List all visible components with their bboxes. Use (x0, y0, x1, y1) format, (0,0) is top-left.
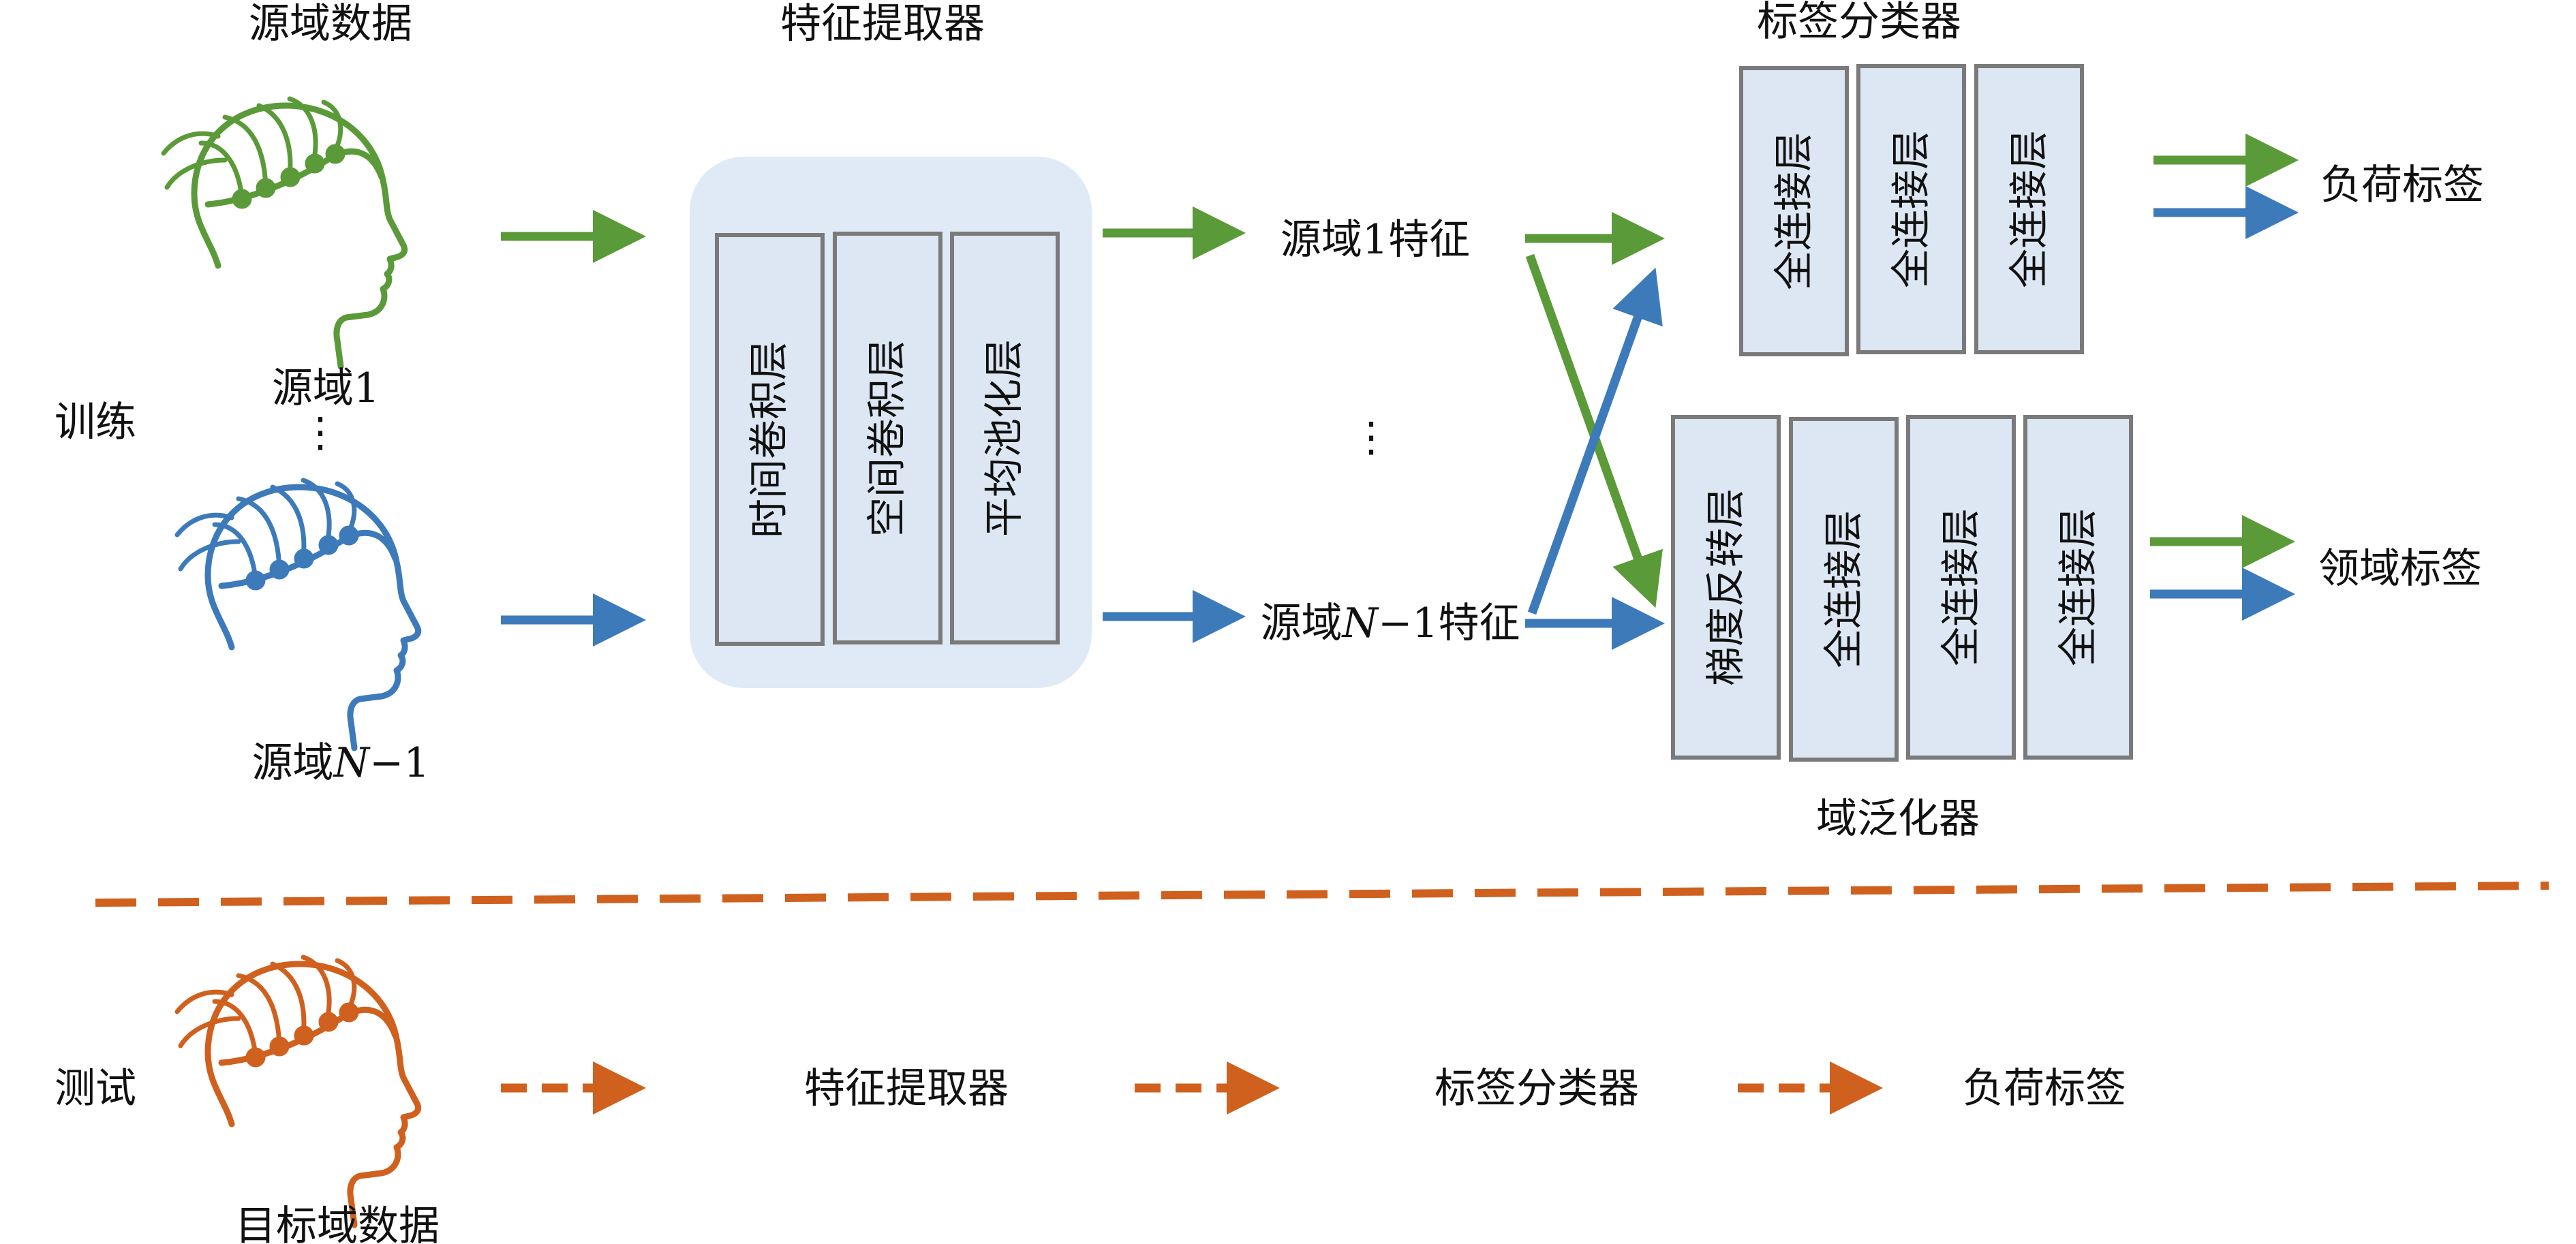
header-label-classifier: 标签分类器 (1757, 0, 1961, 46)
generalizer-layer-1-label: 全连接层 (1820, 510, 1867, 668)
extractor-layer-avg-pool: 平均池化层 (950, 232, 1060, 644)
arrow-feature1-to-generalizer (1525, 253, 1663, 608)
target-data-label: 目标域数据 (235, 1202, 440, 1244)
extractor-layer-2-label: 平均池化层 (981, 339, 1027, 537)
source1-label: 源域1 (272, 364, 380, 412)
test-feature-extractor: 特征提取器 (804, 1065, 1009, 1113)
feature1-label: 源域1特征 (1281, 216, 1470, 264)
sourceN-label: 源域N−1 (252, 739, 430, 787)
classifier-layer-2-label: 全连接层 (2006, 130, 2052, 288)
generalizer-layer-fc-1: 全连接层 (1789, 417, 1899, 762)
extractor-layer-1-label: 空间卷积层 (863, 339, 910, 537)
feature-ellipsis: ⋮ (1351, 414, 1392, 461)
header-domain-generalizer: 域泛化器 (1816, 795, 1980, 843)
generalizer-layer-3-label: 全连接层 (2055, 508, 2101, 666)
generalizer-layer-fc-3: 全连接层 (2023, 415, 2133, 760)
classifier-layer-fc-3: 全连接层 (1974, 64, 2084, 354)
generalizer-layer-2-label: 全连接层 (1937, 508, 1984, 666)
domain-label-output: 领域标签 (2318, 545, 2482, 593)
test-label: 测试 (55, 1065, 136, 1113)
header-source-data: 源域数据 (249, 0, 412, 48)
generalizer-layer-fc-2: 全连接层 (1906, 415, 2016, 760)
target-brain-icon (177, 957, 418, 1225)
generalizer-layer-0-label: 梯度反转层 (1702, 488, 1749, 686)
generalizer-layer-grl: 梯度反转层 (1671, 415, 1781, 760)
header-feature-extractor: 特征提取器 (780, 0, 985, 48)
sourceN-brain-icon (177, 480, 418, 748)
classifier-layer-0-label: 全连接层 (1770, 132, 1817, 290)
classifier-layer-fc-2: 全连接层 (1856, 64, 1966, 354)
arrow-featureN-to-classifier (1527, 267, 1663, 615)
test-load-label: 负荷标签 (1963, 1065, 2126, 1113)
classifier-layer-fc-1: 全连接层 (1739, 66, 1849, 356)
source-ellipsis: ⋮ (300, 409, 341, 456)
train-test-separator (95, 882, 2549, 907)
extractor-layer-temporal-conv: 时间卷积层 (715, 233, 825, 646)
load-label-output: 负荷标签 (2320, 161, 2484, 209)
source1-brain-icon (164, 99, 405, 367)
classifier-layer-1-label: 全连接层 (1888, 130, 1934, 288)
test-label-classifier: 标签分类器 (1435, 1065, 1639, 1113)
featureN-label: 源域N−1特征 (1261, 600, 1520, 647)
extractor-layer-spatial-conv: 空间卷积层 (833, 232, 942, 644)
train-label: 训练 (55, 399, 136, 446)
extractor-layer-0-label: 时间卷积层 (746, 341, 792, 538)
